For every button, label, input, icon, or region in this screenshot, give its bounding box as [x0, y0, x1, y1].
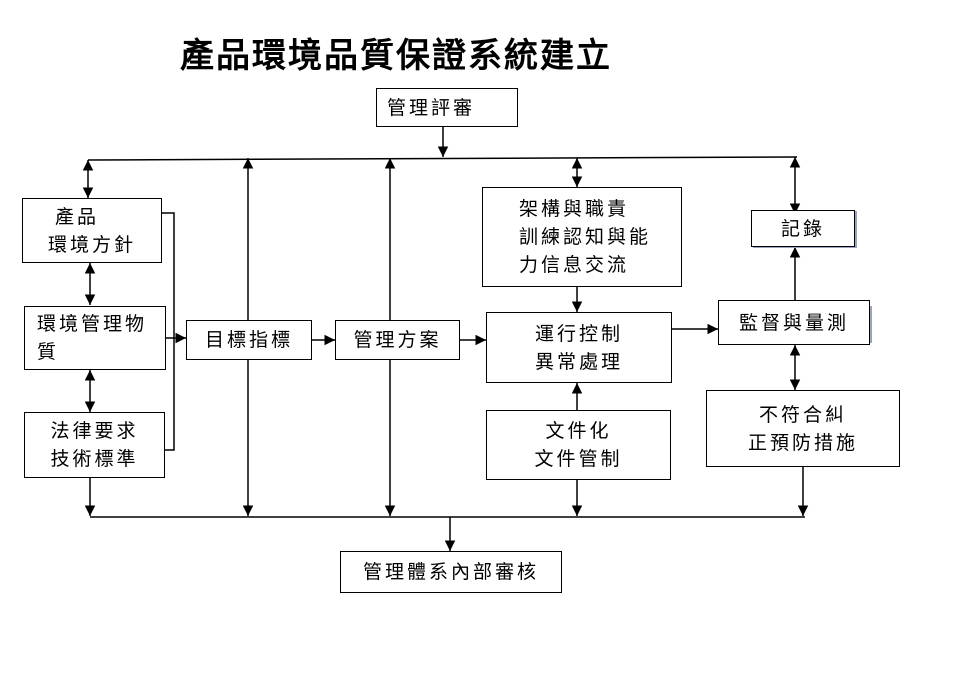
policy-box: 產品 環境方針 [22, 198, 162, 263]
structure-line-2: 訓練認知與能 [519, 226, 652, 248]
objectives-box: 目標指標 [186, 320, 312, 360]
document-line-1: 文件化 [545, 420, 612, 442]
objectives-label: 目標指標 [204, 329, 293, 351]
corrective-line-1: 不符合糾 [758, 403, 847, 426]
mgmt-review-box: 管理評審 [376, 88, 518, 127]
internal-audit-label: 管理體系內部審核 [362, 561, 539, 583]
legal-line-2: 技術標準 [50, 448, 139, 470]
corrective-line-2: 正預防措施 [747, 431, 858, 454]
records-box: 記錄 [751, 210, 855, 247]
env-substances-line-1: 環境管理物 [37, 313, 148, 335]
records-label: 記錄 [780, 217, 825, 240]
page-title: 產品環境品質保證系統建立 [180, 36, 612, 76]
structure-line-1: 架構與職責 [519, 198, 630, 220]
mgmt-program-box: 管理方案 [335, 320, 460, 360]
corrective-box: 不符合糾 正預防措施 [706, 390, 900, 467]
operation-box: 運行控制 異常處理 [486, 312, 672, 383]
legal-line-1: 法律要求 [50, 420, 139, 442]
document-line-2: 文件管制 [534, 448, 623, 470]
env-substances-box: 環境管理物 質 [24, 306, 166, 370]
structure-line-3: 力信息交流 [519, 254, 630, 276]
left-bracket-line [162, 212, 175, 451]
operation-line-2: 異常處理 [534, 350, 623, 373]
monitoring-label: 監督與量測 [738, 311, 849, 334]
policy-line-2: 環境方針 [47, 233, 136, 256]
monitoring-box: 監督與量測 [718, 300, 870, 345]
mgmt-review-label: 管理評審 [387, 96, 476, 119]
top-bus-line [87, 156, 798, 161]
structure-box: 架構與職責 訓練認知與能 力信息交流 [482, 187, 682, 287]
mgmt-program-label: 管理方案 [353, 329, 442, 351]
policy-line-1: 產品 [54, 205, 99, 228]
document-box: 文件化 文件管制 [486, 410, 671, 480]
legal-box: 法律要求 技術標準 [24, 412, 165, 478]
internal-audit-box: 管理體系內部審核 [340, 551, 562, 593]
operation-line-1: 運行控制 [534, 322, 623, 345]
env-substances-line-2: 質 [37, 341, 60, 363]
